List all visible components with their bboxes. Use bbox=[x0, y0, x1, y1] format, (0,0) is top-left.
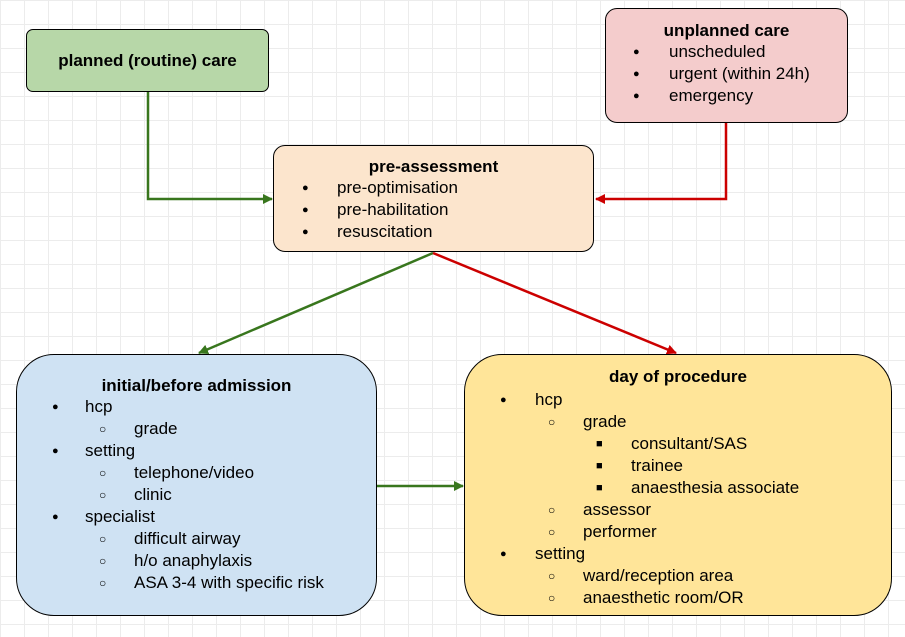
list-item: pre-habilitation bbox=[274, 199, 593, 221]
pre-assessment-box: pre-assessment pre-optimisation pre-habi… bbox=[273, 145, 594, 252]
list-item: telephone/video bbox=[17, 462, 376, 484]
list-item: urgent (within 24h) bbox=[606, 63, 847, 85]
list-item: h/o anaphylaxis bbox=[17, 550, 376, 572]
planned-care-box: planned (routine) care bbox=[26, 29, 269, 92]
list-item: setting bbox=[17, 440, 376, 462]
list-item: trainee bbox=[465, 455, 891, 477]
arrow-preassess-to-day bbox=[432, 251, 677, 355]
list-item: grade bbox=[17, 418, 376, 440]
list-item: resuscitation bbox=[274, 221, 593, 243]
planned-care-title: planned (routine) care bbox=[58, 50, 237, 70]
list-item: anaesthetic room/OR bbox=[465, 587, 891, 609]
arrow-preassess-to-initial bbox=[198, 251, 434, 355]
list-item: consultant/SAS bbox=[465, 433, 891, 455]
list-item: assessor bbox=[465, 499, 891, 521]
unplanned-care-box: unplanned care unscheduled urgent (withi… bbox=[605, 8, 848, 123]
list-item: ward/reception area bbox=[465, 565, 891, 587]
arrow-planned-to-preassess bbox=[146, 92, 273, 204]
list-item: grade bbox=[465, 411, 891, 433]
unplanned-care-title: unplanned care bbox=[663, 21, 790, 40]
unplanned-care-list: unscheduled urgent (within 24h) emergenc… bbox=[606, 41, 847, 107]
list-item: pre-optimisation bbox=[274, 177, 593, 199]
list-item: emergency bbox=[606, 85, 847, 107]
day-of-procedure-title: day of procedure bbox=[609, 367, 747, 386]
initial-admission-list: hcp grade setting telephone/video clinic… bbox=[17, 396, 376, 594]
day-of-procedure-list: hcp grade consultant/SAS trainee anaesth… bbox=[465, 389, 891, 609]
list-item: hcp bbox=[465, 389, 891, 411]
list-item: anaesthesia associate bbox=[465, 477, 891, 499]
initial-admission-box: initial/before admission hcp grade setti… bbox=[16, 354, 377, 616]
pre-assessment-list: pre-optimisation pre-habilitation resusc… bbox=[274, 177, 593, 243]
list-item: ASA 3-4 with specific risk bbox=[17, 572, 376, 594]
list-item: difficult airway bbox=[17, 528, 376, 550]
list-item: unscheduled bbox=[606, 41, 847, 63]
day-of-procedure-box: day of procedure hcp grade consultant/SA… bbox=[464, 354, 892, 616]
list-item: performer bbox=[465, 521, 891, 543]
list-item: specialist bbox=[17, 506, 376, 528]
pre-assessment-title: pre-assessment bbox=[368, 157, 499, 176]
list-item: hcp bbox=[17, 396, 376, 418]
arrow-unplanned-to-preassess bbox=[595, 123, 728, 204]
initial-admission-title: initial/before admission bbox=[101, 376, 292, 395]
list-item: setting bbox=[465, 543, 891, 565]
list-item: clinic bbox=[17, 484, 376, 506]
